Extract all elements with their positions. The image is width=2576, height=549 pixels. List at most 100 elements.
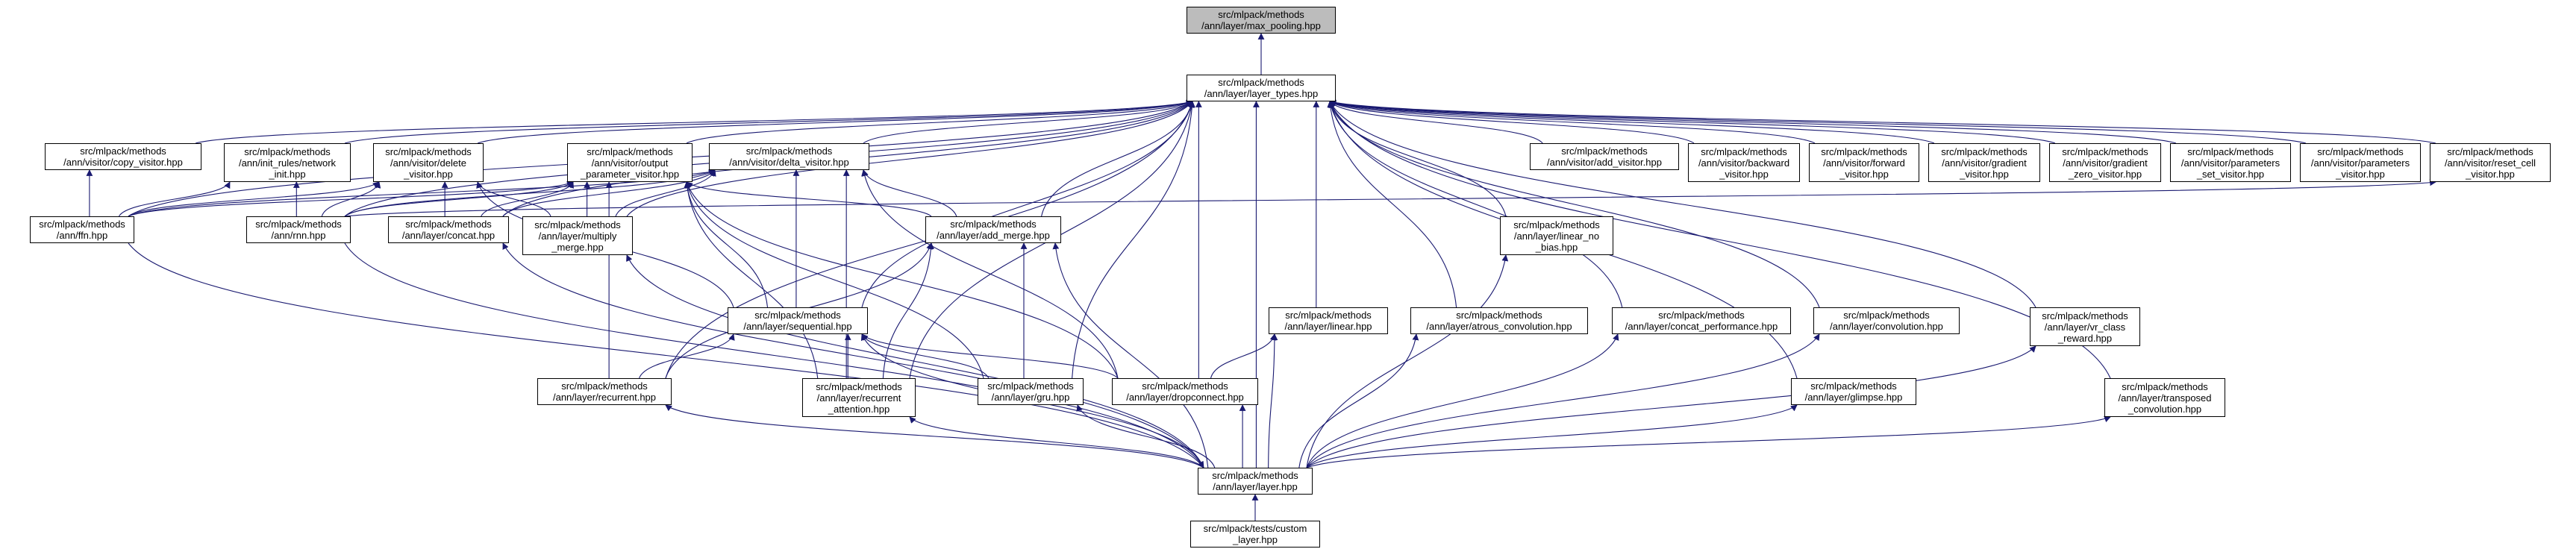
include-edge-concat-to-delta_visitor <box>502 169 716 217</box>
graph-node-label-line: /ann/layer/gru.hpp <box>991 392 1070 403</box>
graph-node-parameters_visitor[interactable]: src/mlpack/methods/ann/visitor/parameter… <box>2300 143 2421 182</box>
graph-node-concat[interactable]: src/mlpack/methods/ann/layer/concat.hpp <box>388 216 509 243</box>
graph-node-label-line: _visitor.hpp <box>1839 168 1889 180</box>
graph-node-label-line: /ann/rnn.hpp <box>271 230 326 241</box>
include-edge-parameters_visitor-to-layer_types <box>1329 99 2307 144</box>
graph-node-atrous_convolution[interactable]: src/mlpack/methods/ann/layer/atrous_conv… <box>1410 307 1588 334</box>
graph-node-label-line: /ann/layer/sequential.hpp <box>743 321 852 332</box>
graph-node-transposed_convolution[interactable]: src/mlpack/methods/ann/layer/transposed_… <box>2104 378 2225 417</box>
graph-node-add_visitor[interactable]: src/mlpack/methods/ann/visitor/add_visit… <box>1530 143 1679 170</box>
graph-node-label-line: src/mlpack/methods <box>1218 77 1304 88</box>
graph-node-label-line: src/mlpack/methods <box>1142 380 1228 392</box>
graph-node-glimpse[interactable]: src/mlpack/methods/ann/layer/glimpse.hpp <box>1791 378 1916 405</box>
include-edge-gru-to-sequential <box>861 333 990 379</box>
graph-node-network_init[interactable]: src/mlpack/methods/ann/init_rules/networ… <box>224 143 351 182</box>
include-edge-layer-to-linear <box>1268 333 1278 468</box>
graph-node-copy_visitor[interactable]: src/mlpack/methods/ann/visitor/copy_visi… <box>45 143 201 170</box>
graph-node-max_pooling[interactable]: src/mlpack/methods/ann/layer/max_pooling… <box>1187 7 1336 34</box>
include-edge-linear_no_bias-to-layer_types <box>1328 101 1507 217</box>
include-edge-dropconnect-to-delta_visitor <box>861 169 1119 379</box>
include-edge-sequential-to-output_parameter_visitor <box>684 181 769 308</box>
include-edge-layer-to-concat <box>502 242 1204 468</box>
graph-node-ffn[interactable]: src/mlpack/methods/ann/ffn.hpp <box>30 216 134 243</box>
include-edge-delta_visitor-to-layer_types <box>863 101 1193 144</box>
graph-node-label-line: /ann/visitor/delta_visitor.hpp <box>729 157 849 168</box>
graph-node-label-line: src/mlpack/methods <box>1513 219 1600 230</box>
graph-node-label-line: _init.hpp <box>269 168 306 180</box>
include-edge-concat_performance-to-layer_types <box>1328 101 1623 308</box>
include-edge-layer-to-gru <box>1076 404 1216 468</box>
include-edge-multiply_merge-to-delta_visitor <box>615 169 716 217</box>
graph-node-label-line: src/mlpack/tests/custom <box>1203 523 1307 534</box>
graph-node-label-line: /ann/layer/recurrent <box>816 392 901 404</box>
include-edge-convolution-to-layer_types <box>1328 101 1820 308</box>
graph-node-label-line: src/mlpack/methods <box>1218 9 1304 20</box>
graph-node-label-line: _parameter_visitor.hpp <box>580 168 680 180</box>
graph-node-label-line: _visitor.hpp <box>1719 168 1769 180</box>
graph-node-label-line: src/mlpack/methods <box>244 145 331 157</box>
graph-node-gradient_zero_visitor[interactable]: src/mlpack/methods/ann/visitor/gradient_… <box>2049 143 2161 182</box>
graph-node-label-line: src/mlpack/methods <box>1810 380 1897 392</box>
graph-node-forward_visitor[interactable]: src/mlpack/methods/ann/visitor/forward_v… <box>1809 143 1919 182</box>
include-edge-forward_visitor-to-layer_types <box>1329 101 1816 144</box>
graph-node-multiply_merge[interactable]: src/mlpack/methods/ann/layer/multiply_me… <box>522 216 633 255</box>
graph-node-label-line: src/mlpack/methods <box>561 380 648 392</box>
graph-node-label-line: _visitor.hpp <box>2466 168 2515 180</box>
graph-node-label-line: /ann/layer/max_pooling.hpp <box>1201 20 1321 31</box>
graph-node-reset_cell_visitor[interactable]: src/mlpack/methods/ann/visitor/reset_cel… <box>2430 143 2551 182</box>
graph-node-label-line: /ann/visitor/forward <box>1823 157 1905 169</box>
graph-node-gradient_visitor[interactable]: src/mlpack/methods/ann/visitor/gradient_… <box>1928 143 2040 182</box>
include-edge-network_init-to-layer_types <box>344 100 1193 144</box>
graph-node-label-line: /ann/layer/dropconnect.hpp <box>1126 392 1244 403</box>
graph-node-recurrent_attention[interactable]: src/mlpack/methods/ann/layer/recurrent_a… <box>802 378 916 417</box>
graph-node-parameters_set_visitor[interactable]: src/mlpack/methods/ann/visitor/parameter… <box>2170 143 2291 182</box>
include-edge-ffn-to-output_parameter_visitor <box>128 181 574 217</box>
include-edge-gru-to-output_parameter_visitor <box>684 181 984 379</box>
graph-node-label-line: _merge.hpp <box>551 241 604 253</box>
include-edge-ffn-to-delete_visitor <box>128 181 380 217</box>
graph-node-label-line: /ann/visitor/delete <box>390 157 466 169</box>
graph-node-label-line: src/mlpack/methods <box>2187 145 2274 157</box>
graph-node-add_merge[interactable]: src/mlpack/methods/ann/layer/add_merge.h… <box>925 216 1061 243</box>
graph-node-label-line: _visitor.hpp <box>1960 168 2009 180</box>
graph-node-label-line: src/mlpack/methods <box>754 310 841 321</box>
graph-node-linear[interactable]: src/mlpack/methods/ann/layer/linear.hpp <box>1269 307 1388 334</box>
graph-node-custom_layer[interactable]: src/mlpack/tests/custom_layer.hpp <box>1190 521 1320 548</box>
graph-node-label-line: src/mlpack/methods <box>39 219 125 230</box>
include-edge-add_visitor-to-layer_types <box>1329 101 1543 144</box>
graph-node-label-line: src/mlpack/methods <box>80 145 166 157</box>
graph-node-convolution[interactable]: src/mlpack/methods/ann/layer/convolution… <box>1813 307 1960 334</box>
graph-node-vr_class_reward[interactable]: src/mlpack/methods/ann/layer/vr_class_re… <box>2030 307 2140 346</box>
include-edge-rnn-to-reset_cell_visitor <box>344 179 2436 217</box>
graph-node-layer[interactable]: src/mlpack/methods/ann/layer/layer.hpp <box>1198 468 1313 495</box>
graph-node-concat_performance[interactable]: src/mlpack/methods/ann/layer/concat_perf… <box>1612 307 1791 334</box>
graph-node-label-line: src/mlpack/methods <box>2062 145 2148 157</box>
graph-node-label-line: /ann/layer/concat.hpp <box>401 230 495 241</box>
graph-node-dropconnect[interactable]: src/mlpack/methods/ann/layer/dropconnect… <box>1112 378 1258 405</box>
graph-node-delete_visitor[interactable]: src/mlpack/methods/ann/visitor/delete_vi… <box>373 143 484 182</box>
graph-node-sequential[interactable]: src/mlpack/methods/ann/layer/sequential.… <box>728 307 868 334</box>
graph-node-output_parameter_visitor[interactable]: src/mlpack/methods/ann/visitor/output_pa… <box>567 143 693 182</box>
graph-node-label-line: /ann/layer/linear.hpp <box>1284 321 1372 332</box>
graph-node-layer_types[interactable]: src/mlpack/methods/ann/layer/layer_types… <box>1187 75 1336 101</box>
graph-node-rnn[interactable]: src/mlpack/methods/ann/rnn.hpp <box>246 216 351 243</box>
include-edge-gru-to-layer_types <box>1072 101 1195 379</box>
graph-node-label-line: /ann/visitor/output <box>591 157 669 169</box>
graph-node-label-line: src/mlpack/methods <box>1941 145 2028 157</box>
graph-node-recurrent[interactable]: src/mlpack/methods/ann/layer/recurrent.h… <box>537 378 672 405</box>
include-edge-concat-to-output_parameter_visitor <box>481 181 574 217</box>
include-edge-recurrent_attention-to-add_merge <box>882 242 934 379</box>
include-edge-recurrent-to-sequential <box>639 333 735 379</box>
graph-node-delta_visitor[interactable]: src/mlpack/methods/ann/visitor/delta_vis… <box>709 143 869 170</box>
graph-node-gru[interactable]: src/mlpack/methods/ann/layer/gru.hpp <box>978 378 1084 405</box>
graph-node-backward_visitor[interactable]: src/mlpack/methods/ann/visitor/backward_… <box>1688 143 1800 182</box>
graph-node-label-line: src/mlpack/methods <box>1456 310 1542 321</box>
graph-node-label-line: /ann/layer/layer.hpp <box>1213 481 1298 492</box>
include-edge-layer-to-vr_class_reward <box>1306 345 2036 468</box>
graph-node-label-line: src/mlpack/methods <box>1843 310 1930 321</box>
graph-node-label-line: src/mlpack/methods <box>405 219 492 230</box>
graph-node-linear_no_bias[interactable]: src/mlpack/methods/ann/layer/linear_no_b… <box>1500 216 1613 255</box>
include-edge-layer-to-recurrent <box>665 404 1204 468</box>
graph-node-label-line: src/mlpack/methods <box>587 145 673 157</box>
